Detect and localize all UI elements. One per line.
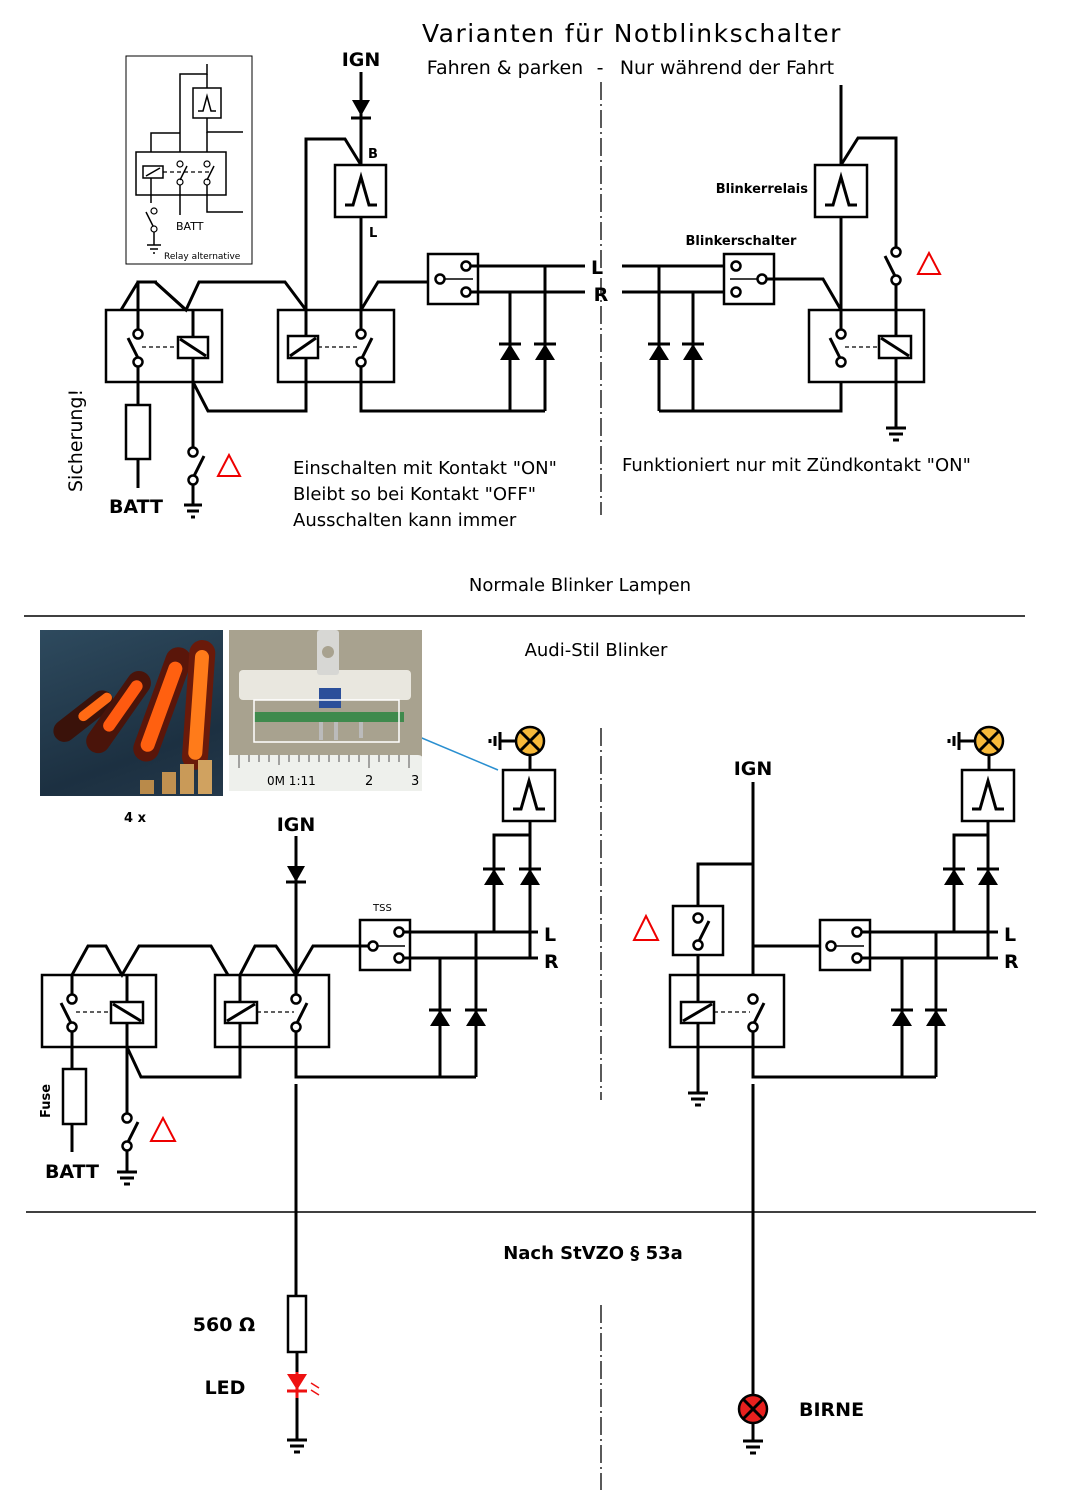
line-label-r-top: R <box>594 284 609 306</box>
subtitle-right: Nur während der Fahrt <box>620 57 834 79</box>
top-right-circuit <box>622 85 942 442</box>
blinkerschalter-label: Blinkerschalter <box>686 234 798 249</box>
hazard-triangle-icon <box>149 1115 177 1142</box>
flasher-pin-b: B <box>368 147 378 162</box>
section-normal-lamps: Normale Blinker Lampen <box>469 575 691 596</box>
ign-label-bottom-right: IGN <box>734 758 773 780</box>
bottom-right-circuit <box>632 725 1016 1455</box>
leds-caption: 4 x <box>124 811 147 826</box>
note-line-1: Einschalten mit Kontakt "ON" <box>293 458 557 479</box>
ign-label-top: IGN <box>342 49 381 71</box>
line-label-r-br: R <box>1004 951 1019 973</box>
batt-label-top: BATT <box>109 496 163 518</box>
hazard-triangle-icon <box>632 913 660 941</box>
hazard-triangle-icon <box>916 250 942 275</box>
resistor-icon <box>286 1294 308 1354</box>
inset-batt-label: BATT <box>176 220 204 233</box>
flasher-relay <box>333 163 388 219</box>
flasher-module-photo: 0M 1:11 2 3 <box>229 630 422 791</box>
top-left-circuit <box>104 72 585 519</box>
highlight-box <box>253 699 400 743</box>
hazard-triangle-icon <box>216 452 242 477</box>
fuse-icon <box>61 1067 88 1126</box>
section-audi-style: Audi-Stil Blinker <box>525 640 668 661</box>
ruler-text: 0M 1:11 <box>267 774 316 788</box>
line-label-l-br: L <box>1004 924 1016 946</box>
blinkerrelais-label: Blinkerrelais <box>716 182 809 197</box>
led-flasher-module <box>501 768 557 823</box>
fuse-icon <box>124 403 152 461</box>
batt-label-bottom: BATT <box>45 1161 99 1183</box>
line-label-r-bl: R <box>544 951 559 973</box>
bottom-left-circuit <box>40 725 557 1454</box>
relay-alternative-inset <box>125 55 253 265</box>
fuse-label-bottom: Fuse <box>39 1084 54 1118</box>
led-label: LED <box>205 1377 246 1399</box>
fuse-label-top: Sicherung! <box>65 389 87 492</box>
inset-caption: Relay alternative <box>164 252 241 262</box>
note-line-2: Bleibt so bei Kontakt "OFF" <box>293 484 536 505</box>
ign-label-bottom-left: IGN <box>277 814 316 836</box>
ruler-mark-2: 2 <box>365 774 373 789</box>
diode-icon <box>352 100 370 116</box>
subtitle-left: Fahren & parken <box>427 57 583 79</box>
section-stvzo: Nach StVZO § 53a <box>503 1243 683 1264</box>
line-label-l-top: L <box>591 257 603 279</box>
resistor-label: 560 Ω <box>193 1314 255 1336</box>
note-line-3: Ausschalten kann immer <box>293 510 517 531</box>
flasher-pin-l: L <box>369 226 377 241</box>
tss-label: TSS <box>372 903 392 914</box>
subtitle-separator: - <box>597 57 604 79</box>
page-title: Varianten für Notblinkschalter <box>422 19 842 48</box>
line-label-l-bl: L <box>544 924 556 946</box>
led-indicators-photo <box>40 630 223 796</box>
note-right: Funktioniert nur mit Zündkontakt "ON" <box>622 455 971 476</box>
ruler-mark-3: 3 <box>411 774 419 789</box>
bulb-label: BIRNE <box>799 1399 864 1421</box>
